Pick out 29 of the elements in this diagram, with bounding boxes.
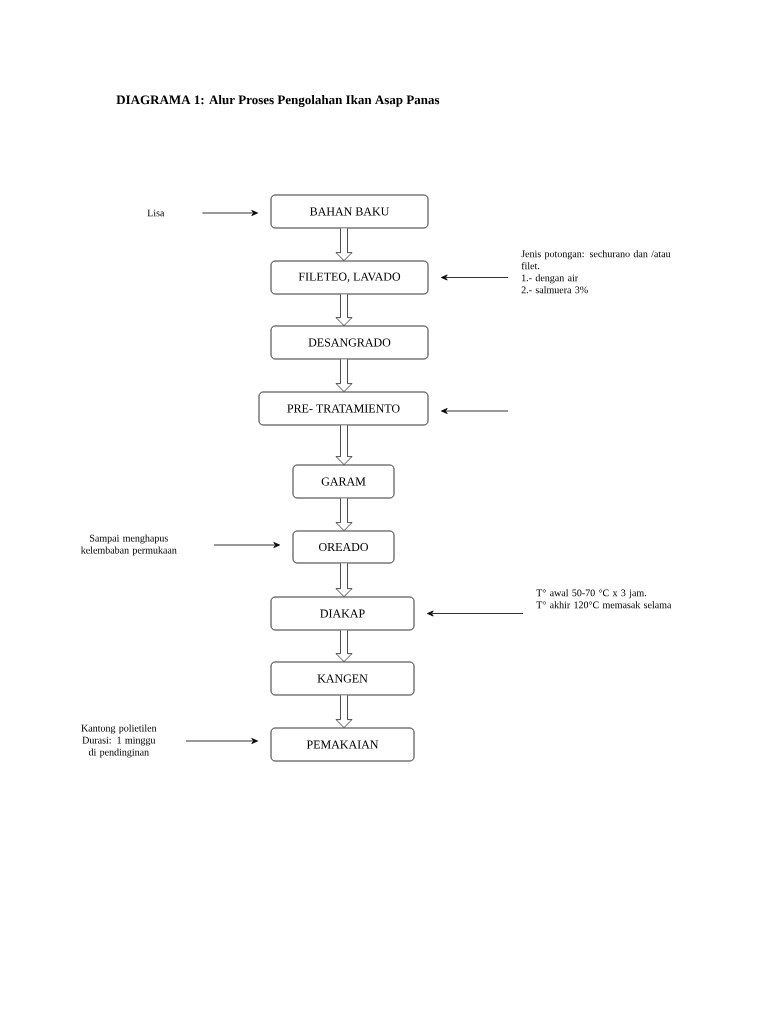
arrow — [185, 738, 258, 744]
arrow — [441, 274, 509, 281]
process-box: PRE- TRATAMIENTO — [258, 391, 429, 426]
arrow — [213, 542, 280, 548]
title: DIAGRAMA 1: Alur Proses Pengolahan Ikan Asap Panas — [116, 95, 440, 107]
process-box: GARAM — [292, 464, 395, 499]
note-text: Kantong polietilen Durasi: 1 minggu di pendinginan — [81, 724, 157, 758]
arrow — [335, 498, 353, 531]
process-box: KANGEN — [270, 661, 415, 696]
process-box: BAHAN BAKU — [270, 194, 429, 229]
note-text: Jenis potongan: sechurano dan /atau filet. 1.- dengan air 2.- salmuera 3% — [521, 250, 671, 294]
process-box: FILETEO, LAVADO — [270, 260, 429, 295]
process-box: OREADO — [292, 530, 395, 564]
arrow — [335, 695, 353, 728]
arrow — [335, 228, 353, 261]
arrow — [335, 359, 353, 392]
arrow — [441, 408, 509, 414]
note-text: Lisa — [147, 209, 165, 217]
note-text: T° awal 50-70 °C x 3 jam. T° akhir 120°C memasak selama — [536, 589, 672, 609]
process-box: DIAKAP — [270, 596, 415, 631]
arrow — [202, 210, 258, 216]
note-text: Sampai menghapus kelembaban permukaan — [80, 534, 177, 556]
arrow — [335, 294, 353, 326]
process-box: DESANGRADO — [270, 325, 429, 360]
arrow — [335, 630, 353, 662]
arrow — [335, 563, 353, 597]
process-box: PEMAKAIAN — [270, 727, 415, 762]
arrow — [335, 425, 353, 465]
arrow — [427, 610, 524, 617]
